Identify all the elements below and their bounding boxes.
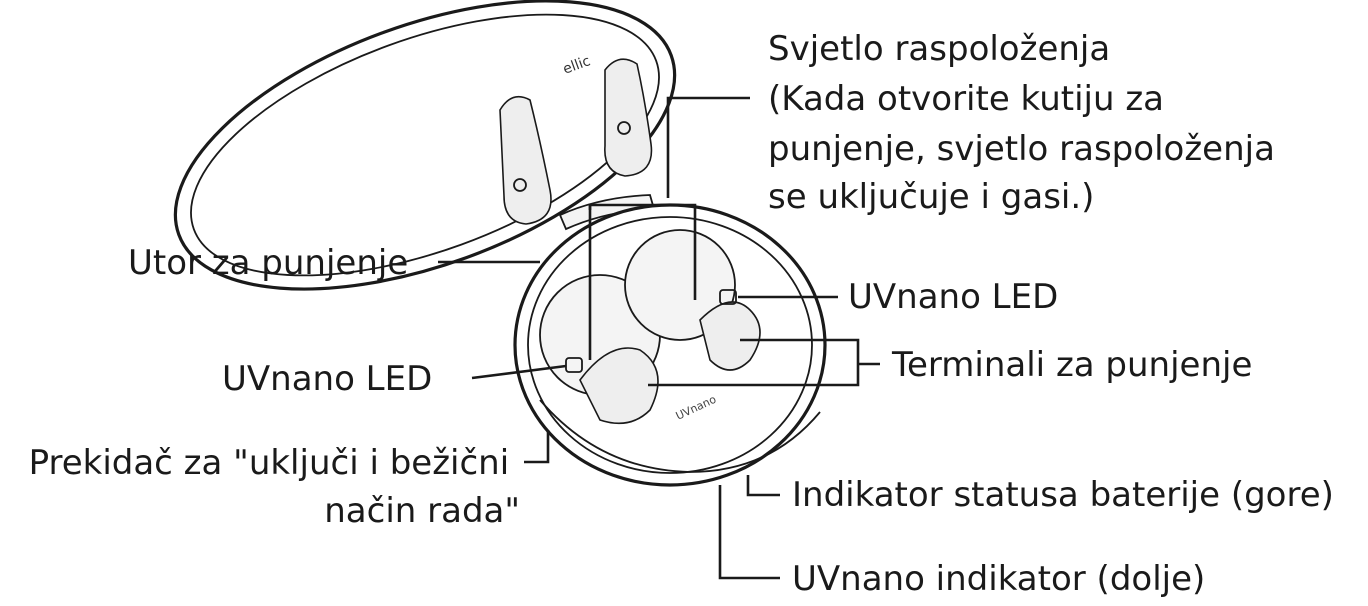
charging-terminals-label: Terminali za punjenje [891, 345, 1252, 385]
uvnano-led-right-label: UVnano LED [848, 277, 1058, 317]
case-lid: ellic [173, 0, 677, 291]
uvnano-led-left-mark [565, 357, 583, 373]
uvnano-led-left-label: UVnano LED [222, 359, 432, 399]
leader-lines [438, 96, 880, 580]
stem-slot-left [579, 347, 659, 425]
charging-slot-label: Utor za punjenje [128, 243, 408, 283]
uvnano-led-right-mark [719, 289, 737, 305]
case-base: UVnano [513, 203, 827, 487]
battery-indicator-label: Indikator statusa baterije (gore) [792, 475, 1334, 515]
uvnano-indicator-label: UVnano indikator (dolje) [792, 559, 1205, 599]
stem-slot-right [699, 301, 761, 371]
power-switch-label: Prekidač za "uključi i bežični način rad… [29, 443, 520, 531]
lid-cavity-right [604, 58, 653, 177]
mood-light-label: Svjetlo raspoloženja (Kada otvorite kuti… [768, 29, 1286, 217]
lid-cavity-left [499, 95, 552, 225]
